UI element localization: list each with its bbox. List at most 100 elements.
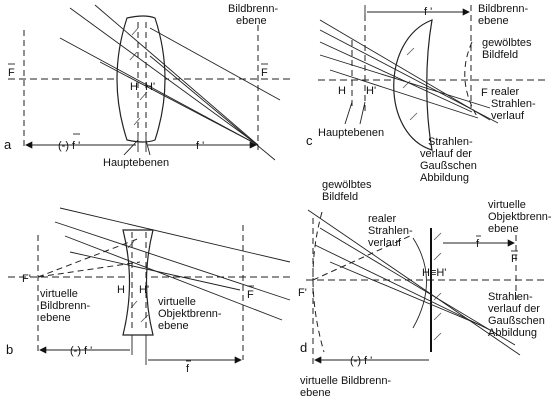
label-strahlen-gauss: Strahlen- (488, 291, 533, 303)
ray (94, 4, 259, 146)
leader-line (344, 101, 353, 125)
label-focal-left: (-) f ' (70, 345, 92, 357)
label-f-bar-left: F (8, 67, 15, 79)
lens-hatch (133, 117, 141, 126)
ray (69, 7, 259, 146)
label-strahlen: Strahlen- (491, 98, 536, 110)
ray (59, 207, 291, 263)
label-f-prime: F' (298, 287, 307, 299)
ray (54, 221, 291, 301)
panel-b: F' F H H' virtuelle Bildbrenn- ebene vir… (6, 207, 292, 375)
label-verlauf-der: verlauf der (488, 303, 540, 315)
label-f-bar: F (511, 253, 518, 265)
ray (319, 54, 491, 109)
mirror-hatch (433, 292, 442, 301)
mirror-hatch (433, 252, 442, 261)
label-h-prime: H' (145, 81, 155, 93)
mirror-hatch (433, 312, 442, 321)
label-virtuelle-bild: virtuelle Bildbrenn- (300, 375, 391, 387)
curved-image-field (312, 211, 325, 353)
leader-line (359, 101, 366, 125)
virtual-ray (37, 261, 141, 278)
label-f-bar: F (247, 289, 254, 301)
label-abbildung: Abbildung (420, 172, 469, 184)
label-focal-left: (-) f ' (58, 140, 80, 152)
label-gausschen: Gaußschen (488, 315, 545, 327)
label-focal-right: f ' (196, 140, 204, 152)
label-gewoelbtes: gewölbtes (322, 179, 372, 191)
label-h-prime: H' (366, 85, 376, 97)
label-abbildung: Abbildung (488, 327, 537, 339)
label-focal-top: f ' (424, 6, 432, 18)
ray (64, 235, 283, 321)
label-objekt-ebene: ebene (158, 320, 189, 332)
label-ebene: ebene (236, 15, 267, 27)
label-objekt-ebene: ebene (488, 223, 519, 235)
ray (319, 227, 516, 346)
panel-a: Bildbrenn- ebene F F H H' a (-) f ' f ' … (4, 3, 292, 169)
convex-lens (116, 15, 166, 143)
label-f-bar-right: F (261, 67, 268, 79)
ray (99, 61, 259, 146)
label-verlauf: verlauf (368, 237, 402, 249)
label-bildfeld: Bildfeld (322, 191, 358, 203)
label-hauptebenen: Hauptebenen (103, 157, 169, 169)
label-h: H (338, 85, 346, 97)
panel-letter-b: b (6, 342, 13, 357)
lens-hatch (129, 51, 138, 61)
label-h-prime: H' (139, 284, 149, 296)
ray (319, 41, 473, 113)
label-bildbrenn: Bildbrenn- (40, 300, 90, 312)
label-virtuelle: virtuelle (40, 288, 78, 300)
label-h: H (117, 284, 125, 296)
label-strahlen: Strahlen- (368, 225, 413, 237)
lens-hatch (131, 27, 139, 36)
label-ebene: ebene (478, 15, 509, 27)
ray (329, 69, 479, 119)
label-ebene: ebene (300, 387, 331, 399)
lens-hatch (140, 314, 149, 323)
virtual-ray (312, 235, 411, 281)
label-gewoelbtes: gewölbtes (482, 37, 532, 49)
label-objektbrenn: Objektbrenn- (158, 308, 222, 320)
label-strahlen-gauss: Strahlen- (428, 136, 473, 148)
ray (319, 29, 499, 124)
mirror-hatch (433, 332, 442, 341)
label-h: H (130, 81, 138, 93)
ray (149, 27, 281, 101)
label-hauptebenen: Hauptebenen (318, 127, 384, 139)
label-focal-right: f (186, 363, 190, 375)
panel-d: gewölbtes Bildfeld realer Strahlen- verl… (298, 179, 552, 399)
label-realer: realer (368, 213, 396, 225)
label-bildfeld: Bildfeld (482, 49, 518, 61)
label-verlauf: verlauf (491, 110, 525, 122)
mirror-hatch (433, 232, 442, 241)
lens-hatch (402, 80, 411, 89)
ray (314, 244, 491, 331)
label-f: F (481, 87, 488, 99)
leader-line (123, 139, 139, 156)
panel-letter-c: c (306, 133, 313, 148)
ray (69, 251, 241, 291)
label-bildbrenn: Bildbrenn- (228, 3, 278, 15)
label-ebene: ebene (40, 312, 71, 324)
label-bildbrenn: Bildbrenn- (478, 3, 528, 15)
panel-letter-d: d (300, 340, 307, 355)
panel-c: f ' Bildbrenn- ebene gewölbtes Bildfeld … (306, 3, 546, 184)
ray (319, 19, 491, 121)
label-hh: H≡H' (422, 267, 446, 279)
ray (329, 261, 481, 326)
ray (307, 209, 521, 356)
label-realer: realer (491, 86, 519, 98)
label-virtuelle: virtuelle (488, 199, 526, 211)
ray (149, 55, 276, 161)
label-objektbrenn: Objektbrenn- (488, 211, 552, 223)
lens-hatch (409, 112, 418, 121)
mirror-curve (412, 237, 427, 329)
virtual-ray (37, 237, 141, 278)
label-f-prime: F' (22, 273, 31, 285)
label-focal-top: f (476, 238, 480, 250)
lens-hatch (406, 47, 415, 56)
leader-line (145, 139, 151, 156)
